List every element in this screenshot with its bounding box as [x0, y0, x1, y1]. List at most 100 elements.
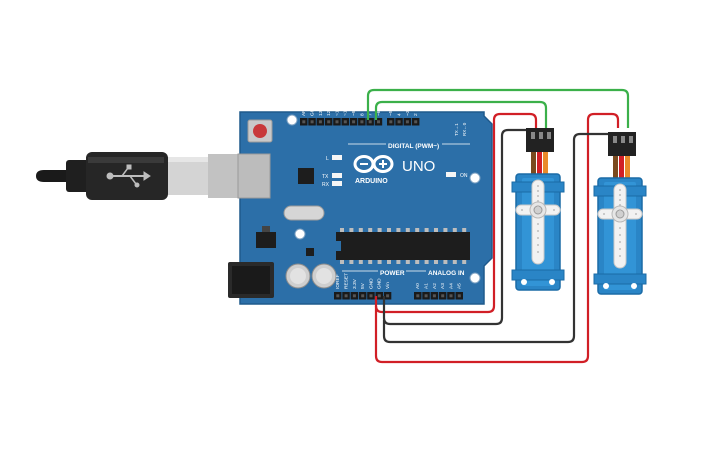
digital-pin-hole — [327, 120, 331, 124]
servo-connector[interactable] — [526, 128, 554, 152]
capacitor — [311, 263, 337, 289]
power-pin-hole — [361, 294, 365, 298]
power-pin-hole — [386, 294, 390, 298]
power-pin-label: 5V — [360, 282, 366, 289]
analog-pin-hole — [432, 294, 436, 298]
chip-pin — [434, 260, 438, 264]
analog-pin-hole — [416, 294, 420, 298]
chip-pin — [387, 228, 391, 232]
digital-header-label: DIGITAL (PWM~) — [388, 143, 439, 150]
chip-pin — [424, 260, 429, 264]
digital-pin-hole — [368, 120, 372, 124]
power-pin-label: Vin — [385, 282, 391, 289]
chip-pin — [452, 228, 457, 232]
chip-pin — [443, 228, 448, 232]
power-pin-label: RESET — [344, 273, 350, 289]
usb-cable-strain-relief — [66, 160, 90, 192]
power-pin-label: GND — [377, 278, 383, 289]
reset-button[interactable] — [247, 119, 273, 143]
servo-horn[interactable] — [597, 183, 643, 269]
atmega-chip — [336, 228, 470, 264]
wires — [366, 88, 630, 364]
wire-power-servo-2[interactable] — [374, 112, 620, 364]
brand-label: ARDUINO — [355, 178, 388, 185]
capacitor — [285, 263, 311, 289]
chip-pin — [462, 260, 467, 264]
chip-pin — [340, 228, 344, 232]
digital-pin-label: ~11 — [334, 108, 340, 116]
servo-mount-tab — [593, 273, 647, 285]
wire-ground-servo-1[interactable] — [382, 128, 526, 326]
chip-pin — [396, 260, 401, 264]
digital-pin-hole — [397, 120, 401, 124]
digital-pin-label: 8 — [359, 113, 365, 116]
digital-pin-label: 7 — [368, 113, 374, 116]
led-l-label: L — [326, 156, 329, 162]
power-header-label: POWER — [380, 270, 405, 277]
digital-pin-hole — [377, 120, 380, 124]
chip-pin — [405, 260, 410, 264]
digital-pin-label: 13 — [318, 110, 324, 116]
digital-pin-label: 12 — [326, 110, 332, 116]
digital-pin-label: ~6 — [376, 110, 382, 116]
analog-pin-label: A1 — [424, 283, 430, 289]
servo-horn[interactable] — [515, 179, 561, 265]
arduino-uno-board[interactable]: L TX RX ON ARDUINO UNO DIGITAL (PWM~) — [228, 103, 493, 305]
chip-pin — [424, 228, 429, 232]
servo-screw-hole — [631, 283, 637, 289]
power-pin-label: IOREF — [335, 274, 341, 289]
usb-cable-tail — [36, 170, 70, 182]
chip-pin — [434, 228, 438, 232]
power-pin-hole — [352, 294, 356, 298]
led-rx: RX — [322, 181, 342, 188]
servo-screw-hole — [603, 283, 609, 289]
led-on-label: ON — [460, 173, 468, 179]
servo-motor-2[interactable] — [593, 132, 647, 295]
chip-pin — [368, 228, 373, 232]
servo-screw-hole — [521, 279, 527, 285]
chip-pin — [349, 228, 354, 232]
chip-pin — [443, 260, 448, 264]
wire-signal-servo-1[interactable] — [374, 100, 548, 128]
analog-pin-hole — [441, 294, 445, 298]
usb-port — [208, 154, 240, 198]
servo-connector[interactable] — [608, 132, 636, 156]
chip-pin — [452, 260, 457, 264]
power-pin-hole — [336, 294, 340, 298]
servo-motor-1[interactable] — [511, 128, 565, 291]
digital-pin-hole — [352, 120, 356, 124]
model-label: UNO — [402, 158, 435, 175]
tx-pin-label: TX→1 — [454, 123, 459, 136]
power-jack[interactable] — [228, 262, 274, 298]
usb-cable[interactable] — [36, 152, 240, 200]
wire-ground-servo-2[interactable] — [382, 132, 608, 344]
power-pin-label: 3.3V — [352, 278, 358, 289]
digital-pin-hole — [335, 120, 339, 124]
power-pin-hole — [369, 294, 373, 298]
usb-plug-metal — [168, 157, 212, 195]
usb-b-socket — [237, 153, 271, 199]
mounting-hole — [469, 172, 481, 184]
digital-pin-hole — [389, 120, 393, 124]
servo-cable — [613, 156, 630, 178]
usb-chip — [298, 168, 314, 184]
led-tx-label: TX — [322, 174, 329, 180]
chip-pin — [462, 228, 467, 232]
digital-pin-label: AREF — [301, 103, 307, 116]
chip-pin — [415, 260, 420, 264]
power-pin-hole — [344, 294, 348, 298]
chip-pin — [368, 260, 373, 264]
wire-signal-servo-2[interactable] — [366, 88, 630, 128]
analog-pin-label: A0 — [415, 283, 421, 289]
wire-power-servo-1[interactable] — [374, 112, 538, 314]
analog-pin-label: A2 — [432, 283, 438, 289]
led-tx: TX — [322, 173, 342, 180]
chip-pin — [377, 228, 382, 232]
digital-pin-label: ~3 — [405, 110, 411, 116]
servo-mount-tab — [511, 269, 565, 281]
analog-pin-hole — [424, 294, 428, 298]
